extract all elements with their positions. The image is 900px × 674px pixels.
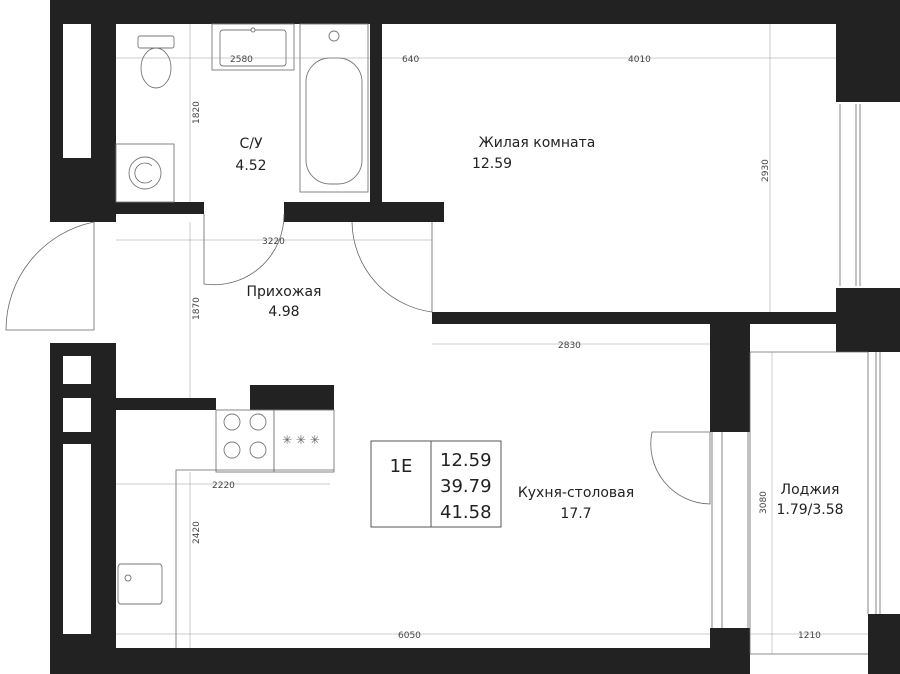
- dim-bath-width: 2580: [230, 55, 253, 65]
- room-name-loggia: Лоджия: [781, 482, 840, 498]
- apartment-total-area: 39.79: [440, 476, 492, 497]
- dim-hall-width: 3220: [262, 237, 285, 247]
- room-name-kitchen: Кухня-столовая: [518, 485, 634, 501]
- dim-living-height: 2930: [761, 159, 771, 182]
- stove-icon: ✳ ✳ ✳: [215, 409, 335, 473]
- room-name-bathroom: С/У: [239, 136, 262, 152]
- door-swing-icon: [203, 213, 285, 286]
- dim-kitchen-left: 2220: [212, 481, 235, 491]
- kitchen-sink-icon: [117, 563, 163, 605]
- dim-living-width: 4010: [628, 55, 651, 65]
- door-swing-icon: [5, 221, 95, 331]
- room-area-living: 12.59: [472, 156, 512, 172]
- apartment-total-area-loggia: 41.58: [440, 502, 492, 523]
- room-name-hallway: Прихожая: [247, 284, 322, 300]
- apartment-living-area: 12.59: [440, 450, 492, 471]
- dim-living-offset: 640: [402, 55, 419, 65]
- washing-machine-icon: [115, 143, 175, 203]
- sink-icon: [211, 23, 295, 71]
- walls: [50, 0, 900, 674]
- room-name-living: Жилая комната: [479, 135, 596, 151]
- toilet-icon: [137, 35, 175, 89]
- dimension-labels: 2580 1820 640 4010 2930 3220 1870 2830 2…: [192, 55, 821, 641]
- bathtub-icon: [299, 23, 369, 193]
- door-swing-icon: [650, 431, 711, 505]
- svg-text:✳ ✳ ✳: ✳ ✳ ✳: [282, 433, 320, 447]
- windows: [63, 24, 900, 655]
- apartment-type: 1Е: [390, 456, 413, 477]
- dim-loggia-height: 3080: [759, 491, 769, 514]
- fixtures: ✳ ✳ ✳: [115, 23, 369, 648]
- door-swing-icon: [351, 221, 433, 313]
- dim-hall-height: 1870: [192, 297, 202, 320]
- dim-loggia-width: 1210: [798, 631, 821, 641]
- dim-bottom-width: 6050: [398, 631, 421, 641]
- room-area-kitchen: 17.7: [560, 506, 591, 522]
- dim-kitchen-top: 2830: [558, 341, 581, 351]
- dim-bath-height: 1820: [192, 101, 202, 124]
- dim-kitchen-height: 2420: [192, 521, 202, 544]
- dimension-lines: [116, 24, 868, 654]
- apartment-info-box: 1Е 12.59 39.79 41.58: [370, 440, 502, 528]
- room-area-loggia: 1.79/3.58: [776, 502, 843, 518]
- room-labels: С/У 4.52 Жилая комната 12.59 Прихожая 4.…: [235, 135, 843, 522]
- room-area-bathroom: 4.52: [235, 158, 266, 174]
- room-area-hallway: 4.98: [268, 304, 299, 320]
